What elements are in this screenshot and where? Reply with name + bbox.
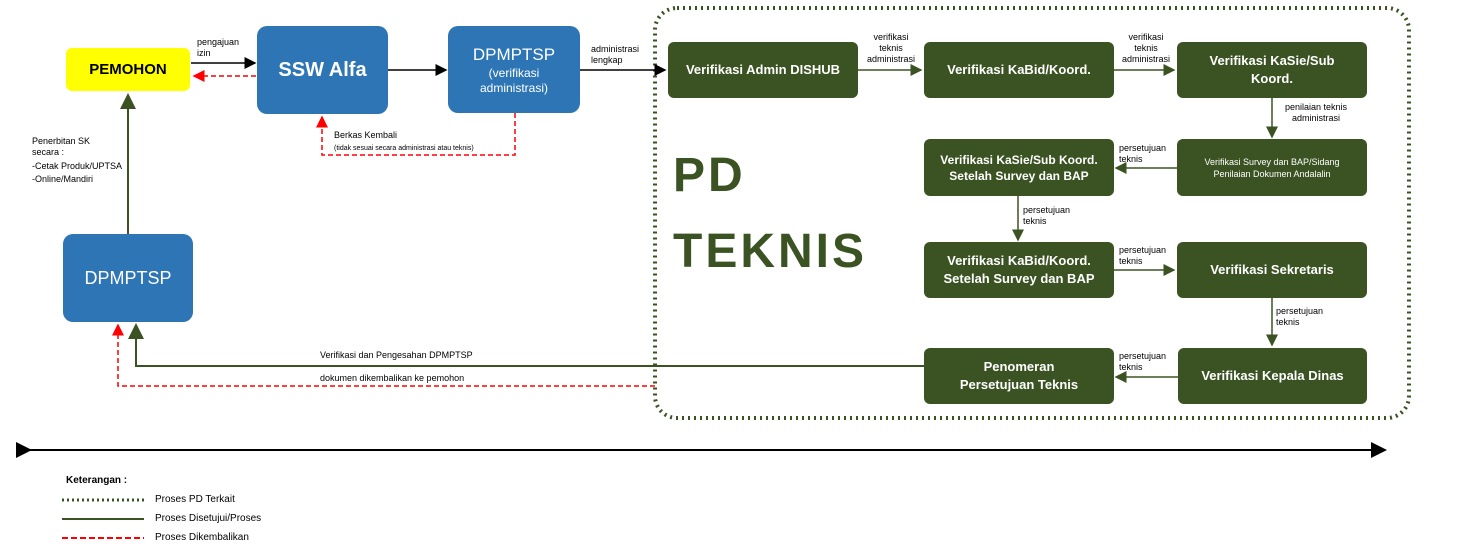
node-verifikasi-survey: Verifikasi Survey dan BAP/Sidang Penilai… (1177, 139, 1367, 196)
label-berkas-kembali-note: (tidak sesuai secara administrasi atau t… (334, 145, 474, 152)
node-verifikasi-kepala-dinas: Verifikasi Kepala Dinas (1178, 348, 1367, 404)
node-verifikasi-kasie-after: Verifikasi KaSie/Sub Koord. Setelah Surv… (924, 139, 1114, 196)
region-title-pd: PD (673, 149, 746, 202)
node-pemohon: PEMOHON (66, 48, 190, 91)
label-verifikasi-pengesahan: Verifikasi dan Pengesahan DPMPTSP (320, 350, 473, 360)
label-dokumen-dikembalikan: dokumen dikembalikan ke pemohon (320, 373, 465, 383)
label-persetujuan-2: persetujuan teknis (1023, 205, 1071, 226)
node-dpmptsp-verifikasi: DPMPTSP (verifikasi administrasi) (448, 26, 580, 113)
legend-title: Keterangan : (66, 475, 128, 486)
legend-item-pd-terkait: Proses PD Terkait (155, 494, 235, 505)
dpmptsp-verifikasi-sub: (verifikasi administrasi) (479, 65, 548, 95)
pd-teknis-region (653, 6, 1411, 420)
label-administrasi-lengkap: administrasi lengkap (591, 44, 640, 65)
legend-item-disetujui: Proses Disetujui/Proses (155, 513, 262, 524)
label-cetak-produk: -Cetak Produk/UPTSA (32, 161, 123, 171)
label-pengajuan-izin: pengajuan izin (197, 37, 240, 58)
node-verifikasi-kabid-after: Verifikasi KaBid/Koord. Setelah Survey d… (924, 242, 1114, 298)
node-ssw-alfa: SSW Alfa (257, 26, 388, 114)
label-persetujuan-5: persetujuan teknis (1119, 351, 1167, 372)
label-online-mandiri: -Online/Mandiri (32, 174, 94, 184)
region-title-teknis: TEKNIS (673, 225, 868, 278)
arrow-verifikasi-pengesahan (128, 323, 924, 367)
node-verifikasi-kabid: Verifikasi KaBid/Koord. (924, 42, 1114, 98)
label-persetujuan-3: persetujuan teknis (1119, 245, 1167, 266)
label-verif-teknis-adm-2: verifikasi teknis administrasi (1121, 32, 1170, 64)
node-dpmptsp-left: DPMPTSP (63, 234, 193, 322)
node-verifikasi-admin-dishub: Verifikasi Admin DISHUB (668, 42, 858, 98)
label-berkas-kembali: Berkas Kembali (334, 130, 398, 140)
label-penilaian-teknis: penilaian teknis administrasi (1284, 102, 1348, 123)
node-verifikasi-kasie: Verifikasi KaSie/Sub Koord. (1177, 42, 1367, 98)
node-penomeran: Penomeran Persetujuan Teknis (924, 348, 1114, 404)
label-persetujuan-4: persetujuan teknis (1276, 306, 1324, 327)
label-verif-teknis-adm-1: verifikasi teknis administrasi (866, 32, 915, 64)
arrow-berkas-kembali (316, 113, 516, 156)
dpmptsp-verifikasi-title: DPMPTSP (472, 44, 556, 64)
legend-item-dikembalikan: Proses Dikembalikan (155, 532, 249, 543)
arrow-dokumen-dikembalikan (112, 323, 655, 387)
node-verifikasi-sekretaris: Verifikasi Sekretaris (1177, 242, 1367, 298)
label-penerbitan-sk: Penerbitan SK secara : (32, 136, 91, 157)
label-persetujuan-1: persetujuan teknis (1119, 143, 1167, 164)
